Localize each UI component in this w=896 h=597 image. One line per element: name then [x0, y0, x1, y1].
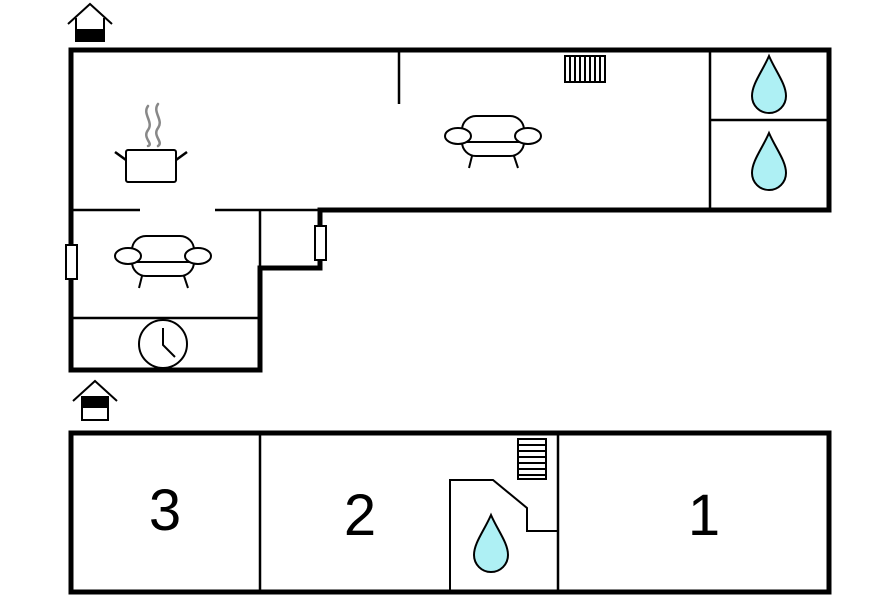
- sofa-icon: [114, 235, 212, 289]
- upper-floor-walls: [68, 430, 832, 595]
- radiator-icon: [564, 55, 606, 83]
- stairs-icon: [517, 438, 547, 480]
- water-drop-icon: [472, 512, 510, 573]
- window-icon: [65, 244, 78, 280]
- house-upper-floor-icon: [72, 379, 118, 421]
- water-drop-icon: [750, 130, 788, 191]
- sofa-icon: [444, 115, 542, 169]
- room-number-2: 2: [344, 483, 376, 548]
- room-number-1: 1: [688, 483, 720, 548]
- house-ground-floor-icon: [67, 2, 113, 42]
- clock-icon: [138, 319, 188, 369]
- water-drop-icon: [750, 53, 788, 114]
- window-icon: [314, 225, 327, 261]
- cooking-pot-icon: [114, 102, 188, 183]
- room-number-3: 3: [149, 478, 181, 543]
- ground-floor-walls: [68, 47, 832, 373]
